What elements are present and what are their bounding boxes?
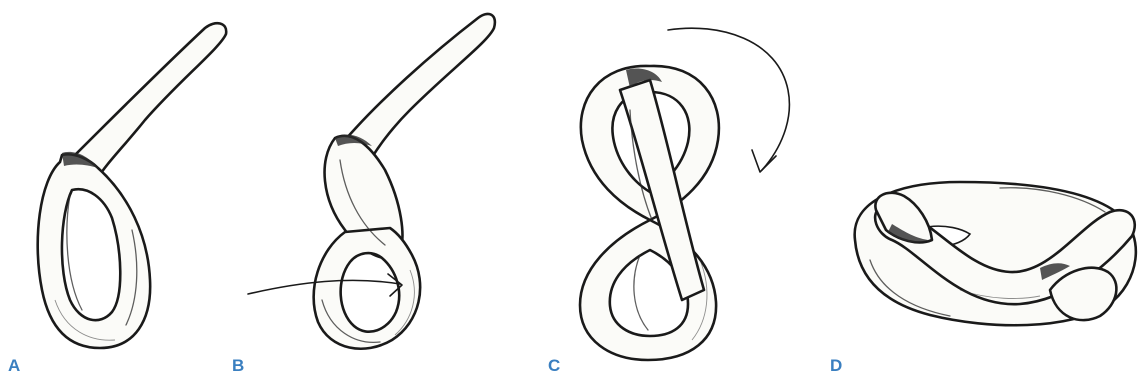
panel-a-rope-tail [70, 23, 226, 178]
step-label-b: B [232, 356, 244, 376]
panel-d-knot [855, 182, 1136, 325]
panel-b-rope-lower [314, 228, 421, 349]
panel-a-rope-loop [38, 154, 150, 348]
panel-c-rotate-arrow-head [752, 150, 776, 172]
panel-a-shade-1 [67, 195, 82, 310]
panel-b-rope-tail [345, 14, 495, 168]
panel-c-shade-2 [634, 255, 648, 330]
panel-b-twist [248, 14, 495, 349]
step-label-d: D [830, 356, 842, 376]
step-label-c: C [548, 356, 560, 376]
panel-c-figure-eight [580, 28, 789, 360]
step-label-a: A [8, 356, 20, 376]
panel-a-loop [38, 23, 227, 348]
